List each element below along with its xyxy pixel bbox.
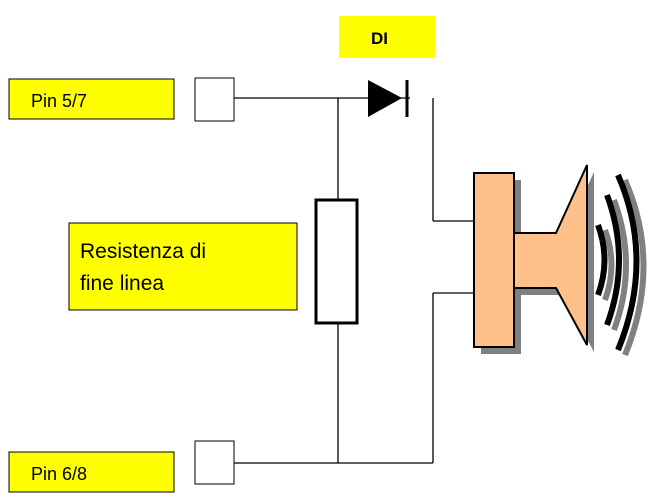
sound-waves-icon (595, 173, 647, 357)
label-diode: DI (339, 16, 435, 58)
terminal-top (194, 77, 235, 122)
resistor-label-line2: fine linea (80, 272, 164, 295)
diode-symbol (368, 80, 409, 117)
terminal-bottom (194, 440, 235, 485)
pin-bottom-label: Pin 6/8 (31, 464, 87, 484)
resistor-label-line1: Resistenza di (80, 240, 206, 263)
diode-label: DI (371, 29, 388, 48)
label-pin-top: Pin 5/7 (8, 78, 175, 120)
resistor-symbol (314, 198, 359, 325)
label-pin-bottom: Pin 6/8 (8, 451, 175, 493)
speaker-icon (473, 164, 594, 354)
pin-top-label: Pin 5/7 (31, 91, 87, 111)
label-resistor: Resistenza di fine linea (68, 222, 298, 311)
